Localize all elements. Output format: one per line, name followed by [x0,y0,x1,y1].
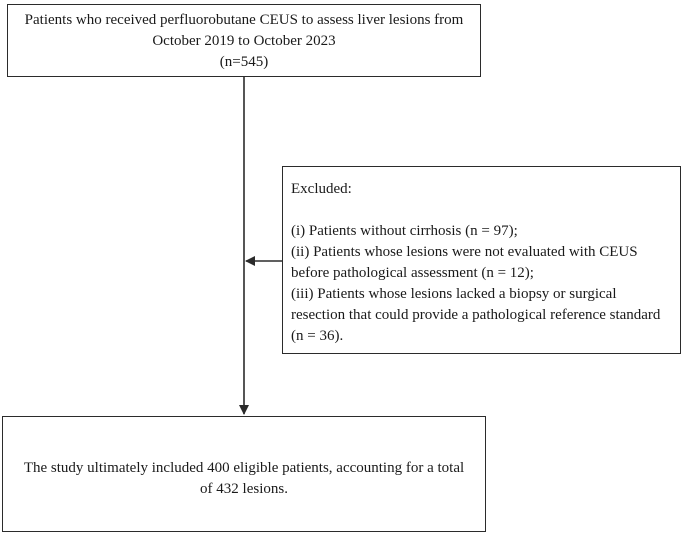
enrollment-count: (n=545) [219,54,269,70]
exclusion-line-1: (i) Patients without cirrhosis (n = 97); [291,223,518,239]
enrollment-box: Patients who received perfluorobutane CE… [7,4,481,77]
exclusion-title: Excluded: [291,181,352,197]
exclusion-line-4: (iii) Patients whose lesions lacked a bi… [291,286,617,302]
exclusion-line-5: resection that could provide a pathologi… [291,307,661,323]
exclusion-spacer [291,200,674,221]
exclusion-line-3: before pathological assessment (n = 12); [291,265,534,281]
final-cohort-line-1: The study ultimately included 400 eligib… [23,460,465,476]
final-cohort-line-2: of 432 lesions. [200,481,288,497]
exclusion-box: Excluded: (i) Patients without cirrhosis… [282,166,681,354]
exclusion-line-6: (n = 36). [291,328,344,344]
enrollment-line-2: October 2019 to October 2023 [152,33,336,49]
enrollment-line-1: Patients who received perfluorobutane CE… [24,12,464,28]
final-cohort-box: The study ultimately included 400 eligib… [2,416,486,532]
exclusion-line-2: (ii) Patients whose lesions were not eva… [291,244,638,260]
